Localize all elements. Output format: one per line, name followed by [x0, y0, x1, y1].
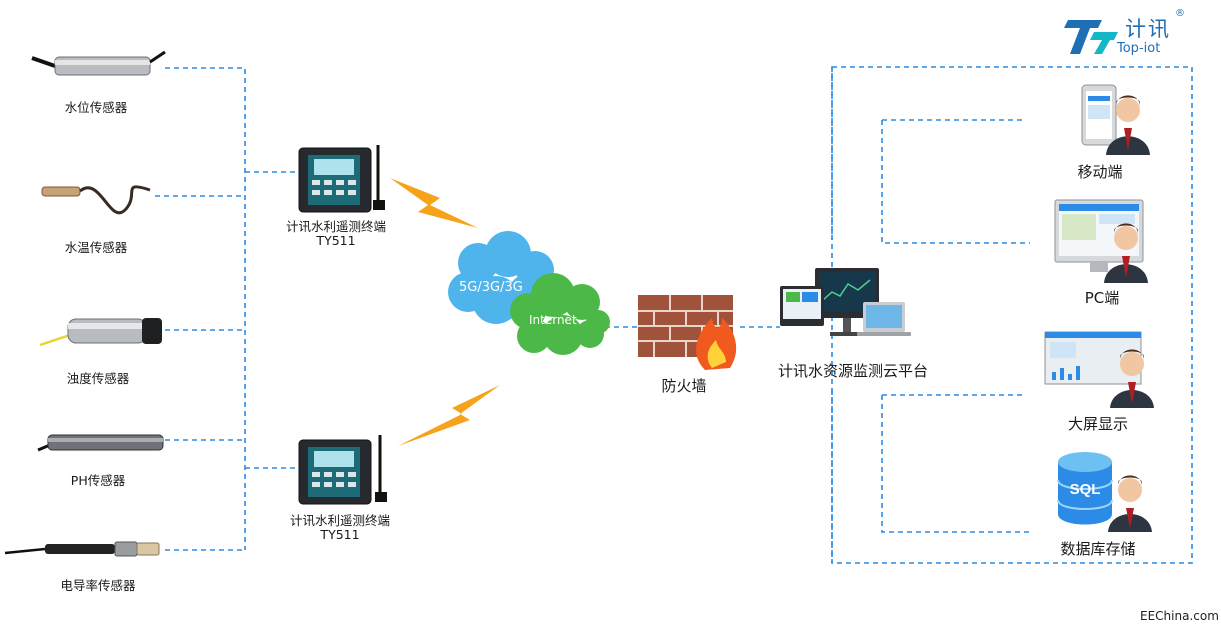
terminal-2-name: 计讯水利遥测终端 — [289, 513, 391, 528]
terminal-2-model: TY511 — [320, 527, 360, 542]
dashed-links — [155, 66, 1193, 564]
lightning-icon — [398, 385, 500, 446]
sensor-label-conductivity: 电导率传感器 — [60, 578, 136, 593]
conductivity-sensor — [4, 541, 160, 557]
water-level-sensor — [31, 50, 166, 76]
pc-client-icon — [1054, 199, 1148, 283]
sensor-label-water-temp: 水温传感器 — [64, 240, 128, 255]
client-label-pc: PC端 — [1084, 289, 1120, 307]
brand-logo-icon — [1064, 20, 1118, 54]
lightning-icon — [390, 178, 478, 228]
brand-name-en: Top-iot — [1117, 41, 1161, 56]
terminal-device-2 — [298, 435, 387, 505]
terminal-1-name: 计讯水利遥测终端 — [285, 219, 387, 234]
sensor-label-turbidity: 浊度传感器 — [66, 371, 130, 386]
client-label-mobile: 移动端 — [1077, 163, 1123, 181]
terminal-1-model: TY511 — [316, 233, 356, 248]
registered-mark: ® — [1175, 8, 1185, 19]
client-frame — [831, 66, 1193, 564]
internet-cloud — [510, 273, 610, 355]
sensor-label-ph: PH传感器 — [70, 473, 126, 488]
sensor-label-water-level: 水位传感器 — [64, 100, 128, 115]
platform-devices-icon — [780, 268, 911, 336]
terminal-device-1 — [298, 145, 385, 213]
client-label-database: 数据库存储 — [1060, 540, 1136, 558]
firewall-icon — [638, 295, 737, 370]
water-temp-sensor — [41, 185, 151, 215]
turbidity-sensor — [39, 318, 162, 347]
watermark: EEChina.com — [1140, 609, 1219, 623]
ph-sensor — [37, 434, 164, 452]
big-screen-client-icon — [1044, 331, 1154, 408]
cellular-label: 5G/3G/3G — [459, 280, 523, 295]
client-label-big-screen: 大屏显示 — [1067, 415, 1129, 433]
internet-label: Internet — [529, 313, 577, 327]
mobile-client-icon — [1081, 84, 1150, 155]
firewall-label: 防火墙 — [661, 377, 707, 395]
sensor-bus-line — [165, 67, 246, 550]
brand-name-cn: 计讯 — [1125, 17, 1171, 41]
sql-badge: SQL — [1070, 481, 1101, 498]
platform-label: 计讯水资源监测云平台 — [777, 362, 929, 380]
database-client-icon: SQL — [1057, 452, 1152, 532]
